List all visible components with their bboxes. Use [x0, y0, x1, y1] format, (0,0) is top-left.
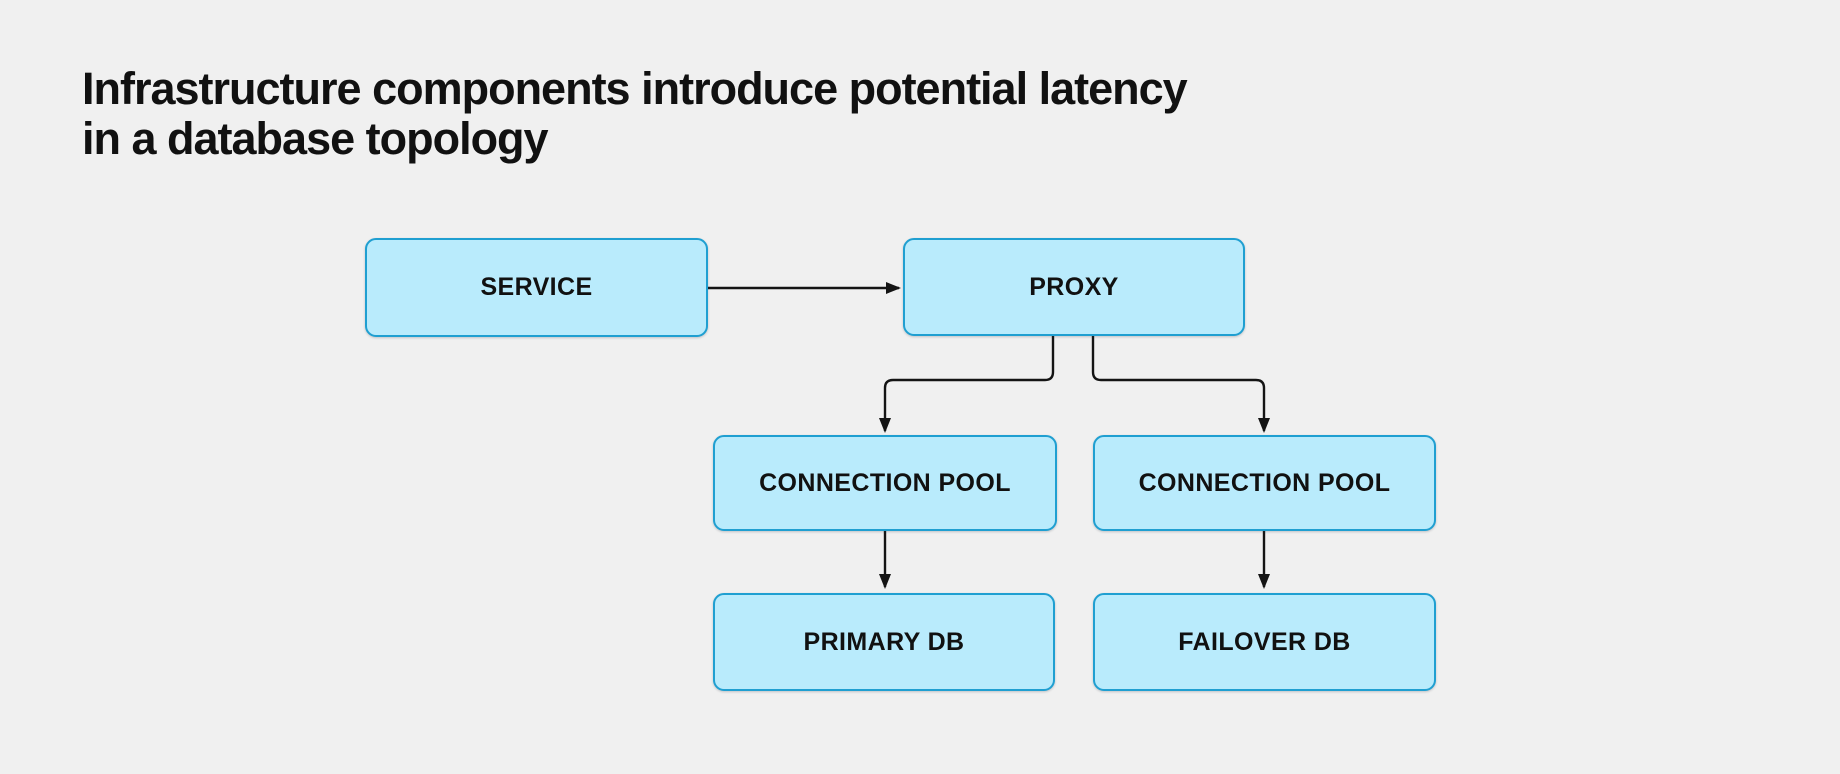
title-line-1: Infrastructure components introduce pote… — [82, 63, 1188, 114]
node-service-label: SERVICE — [480, 273, 593, 301]
node-failover-db-label: FAILOVER DB — [1178, 627, 1351, 656]
edge-proxy-to-pool-left — [879, 335, 1055, 433]
node-connection-pool-left: CONNECTION POOL — [713, 435, 1057, 531]
node-proxy-label: PROXY — [1029, 272, 1119, 301]
title-line-2: in a database topology — [82, 113, 549, 164]
node-connection-pool-left-label: CONNECTION POOL — [759, 468, 1011, 497]
edge-proxy-to-pool-right — [1091, 335, 1270, 433]
node-connection-pool-right: CONNECTION POOL — [1093, 435, 1436, 531]
node-proxy: PROXY — [903, 238, 1245, 336]
node-primary-db-label: PRIMARY DB — [803, 627, 965, 656]
node-service: SERVICE — [365, 238, 708, 337]
diagram-title: Infrastructure components introduce pote… — [82, 64, 1432, 164]
node-primary-db: PRIMARY DB — [713, 593, 1055, 691]
node-failover-db: FAILOVER DB — [1093, 593, 1436, 691]
node-connection-pool-right-label: CONNECTION POOL — [1138, 468, 1391, 497]
